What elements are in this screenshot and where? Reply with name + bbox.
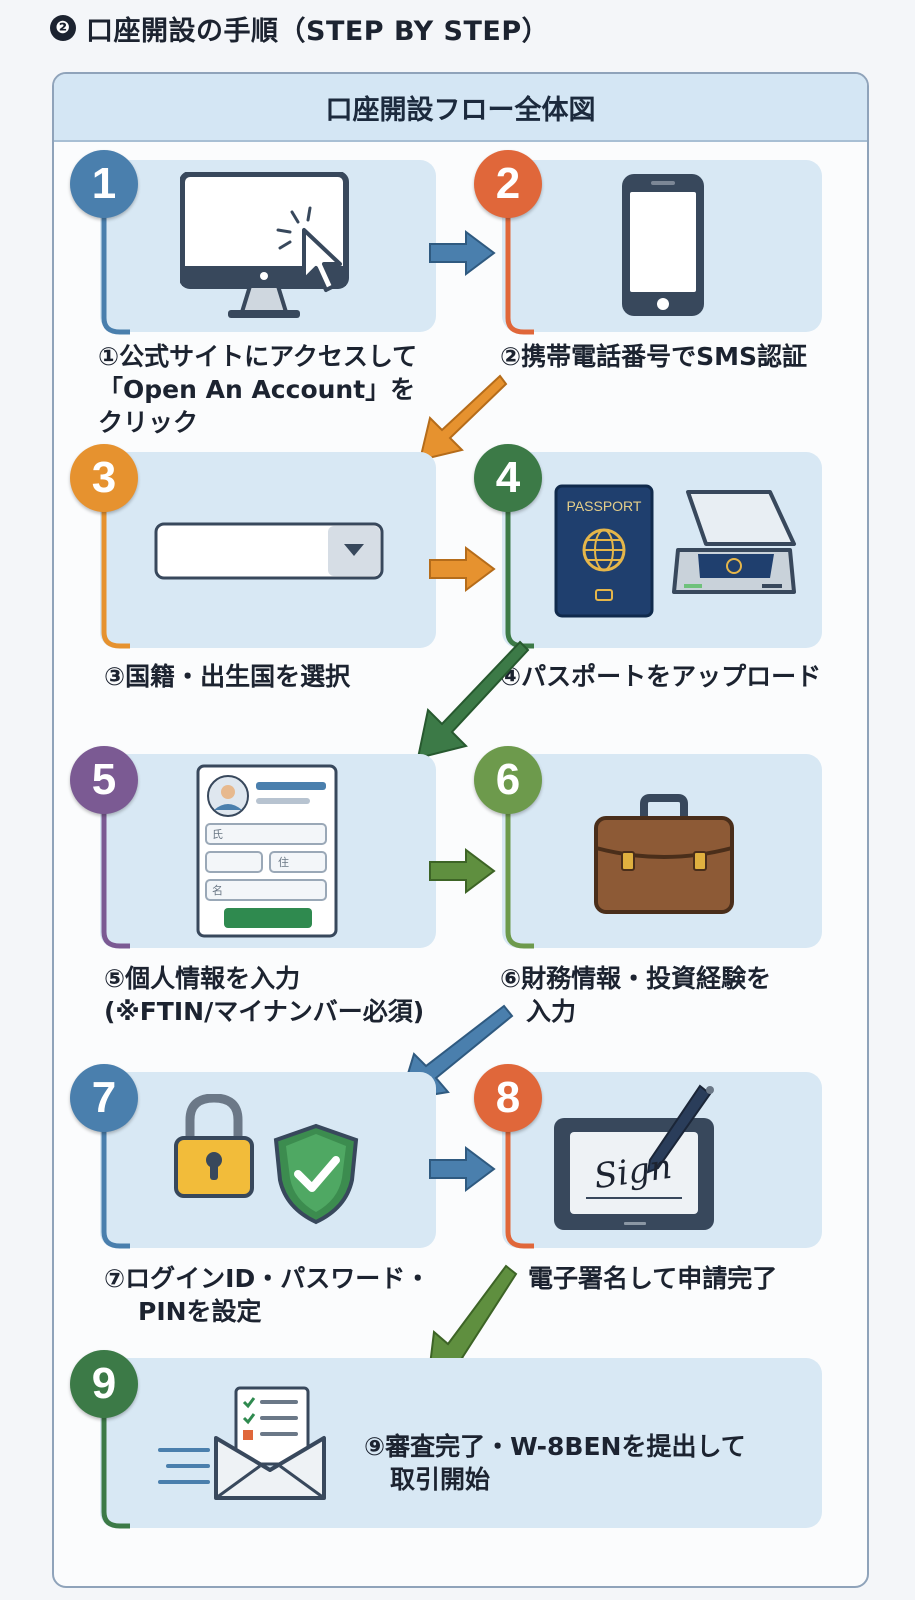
- step-8-badge: 8: [474, 1064, 542, 1132]
- section-title: ❷ 口座開設の手順（STEP BY STEP）: [50, 8, 549, 48]
- step-2-badge: 2: [474, 150, 542, 218]
- form-field-label: 住: [278, 856, 289, 869]
- section-title-text: 口座開設の手順（STEP BY STEP）: [86, 15, 550, 47]
- briefcase-icon: [592, 794, 736, 920]
- profile-form-icon: 氏 住 名: [196, 764, 338, 942]
- dropdown-select-icon: [154, 522, 386, 586]
- step-3-label: ③国籍・出生国を選択: [104, 662, 351, 691]
- arrow-right-icon: [428, 1144, 498, 1198]
- step-7-card: [100, 1072, 436, 1248]
- arrow-right-icon: [428, 228, 498, 282]
- scanner-icon: [670, 488, 798, 612]
- arrow-right-icon: [428, 544, 498, 598]
- step-2-label: ②携帯電話番号でSMS認証: [500, 342, 808, 371]
- smartphone-icon: [618, 170, 708, 324]
- form-field-label: 名: [212, 884, 223, 897]
- shield-check-icon: [272, 1122, 360, 1230]
- step-5-label: ⑤個人情報を入力(※FTIN/マイナンバー必須): [104, 964, 425, 1026]
- step-5-badge: 5: [70, 746, 138, 814]
- arrow-right-icon: [428, 846, 498, 900]
- passport-text: PASSPORT: [566, 498, 642, 514]
- sign-tablet-icon: Sign: [550, 1082, 720, 1246]
- section-number: ❷: [50, 15, 76, 41]
- step-4-label: ④パスポートをアップロード: [500, 662, 822, 691]
- step-6-label: ⑥財務情報・投資経験を入力: [500, 964, 772, 1026]
- step-6-badge: 6: [474, 746, 542, 814]
- arrow-diagonal-icon: [412, 368, 512, 472]
- speed-lines-icon: [156, 1446, 212, 1490]
- form-field-label: 氏: [212, 828, 223, 841]
- monitor-click-icon: [179, 171, 360, 326]
- step-1-label: ①公式サイトにアクセスして「Open An Account」をクリック: [98, 342, 418, 437]
- passport-icon: PASSPORT: [554, 484, 654, 622]
- step-9-badge: 9: [70, 1350, 138, 1418]
- step-1-badge: 1: [70, 150, 138, 218]
- step-7-badge: 7: [70, 1064, 138, 1132]
- padlock-icon: [172, 1093, 256, 1204]
- step-7-label: ⑦ログインID・パスワード・PINを設定: [104, 1264, 431, 1326]
- step-9-label: ⑨審査完了・W-8BENを提出して取引開始: [364, 1432, 746, 1494]
- step-3-badge: 3: [70, 444, 138, 512]
- arrow-diagonal-icon: [412, 636, 532, 770]
- mail-checklist-icon: [212, 1384, 328, 1508]
- step-4-badge: 4: [474, 444, 542, 512]
- panel-title: 口座開設フロー全体図: [54, 74, 867, 142]
- step-8-label: 電子署名して申請完了: [528, 1264, 778, 1293]
